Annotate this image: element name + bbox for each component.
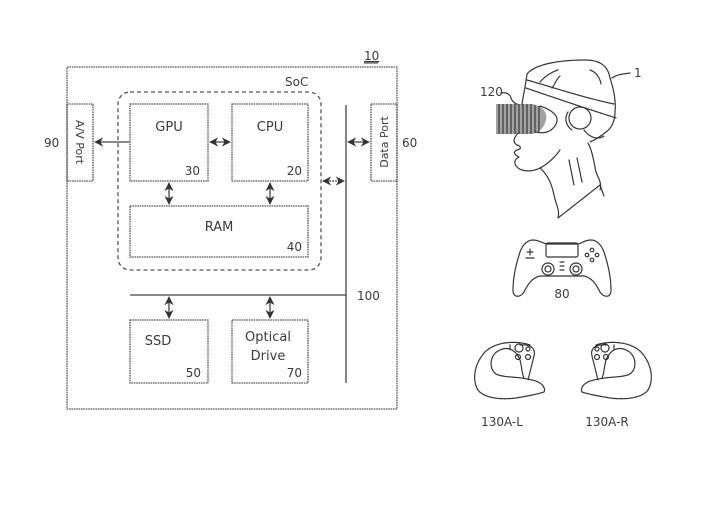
gpu-ref: 30 <box>185 164 200 178</box>
ram-block: RAM 40 <box>129 205 309 258</box>
av-port-outline <box>66 103 94 182</box>
gamepad-touchpad <box>545 242 579 258</box>
ear-detail <box>565 111 605 139</box>
face-outline <box>513 132 561 172</box>
neck-back <box>587 142 602 191</box>
left-controller-ring <box>474 341 546 400</box>
av-port-ref: 90 <box>44 136 59 150</box>
connectors <box>94 137 370 319</box>
ram-label: RAM <box>205 220 234 235</box>
gpu-label: GPU <box>155 120 182 135</box>
data-port-label: Data Port <box>378 116 391 168</box>
ssd-block: SSD 50 <box>129 319 209 384</box>
gamepad-center-buttons <box>559 261 565 271</box>
cpu-block: CPU 20 <box>231 103 309 182</box>
collar <box>557 184 605 219</box>
optical-drive-ref: 70 <box>287 366 302 380</box>
strap-top <box>525 87 617 119</box>
soc-block: SoC <box>117 75 322 271</box>
face-button <box>589 247 595 253</box>
soc-outline <box>117 91 322 271</box>
optical-drive-label-line2: Drive <box>251 349 286 364</box>
av-port-block: A/V Port 90 <box>44 103 94 182</box>
ram-outline <box>129 205 309 258</box>
left-vr-controller-illustration: 130A-L <box>474 341 546 429</box>
soc-label: SoC <box>285 75 308 89</box>
right-controller-ref: 130A-R <box>585 415 629 429</box>
right-vr-controller-illustration: 130A-R <box>580 341 652 429</box>
gamepad-ref: 80 <box>554 287 569 301</box>
cpu-label: CPU <box>257 120 283 135</box>
right-controller-stick <box>600 343 610 353</box>
headset-visor <box>535 105 558 134</box>
dpad <box>525 248 535 259</box>
user-leader-line <box>611 72 631 79</box>
neck-lines <box>568 157 583 186</box>
neck-front <box>539 167 560 219</box>
optical-drive-label-line1: Optical <box>245 330 291 345</box>
forehead-outline <box>521 73 528 105</box>
av-port-label: A/V Port <box>73 120 86 165</box>
headset-stripes <box>498 104 540 134</box>
user-with-headset-illustration: 120 1 <box>480 59 642 219</box>
data-port-ref: 60 <box>402 136 417 150</box>
cpu-ref: 20 <box>287 164 302 178</box>
right-controller-grip <box>591 344 607 381</box>
gpu-block: GPU 30 <box>129 103 209 182</box>
left-controller-stick <box>514 343 524 353</box>
strap-upper <box>526 79 615 105</box>
left-controller-grip <box>519 344 535 381</box>
gamepad-illustration: 80 <box>512 239 612 301</box>
left-controller-ref: 130A-L <box>481 415 523 429</box>
bus-ref: 100 <box>357 289 380 303</box>
left-stick <box>541 262 555 276</box>
head-outline <box>526 59 616 143</box>
ram-ref: 40 <box>287 240 302 254</box>
ssd-ref: 50 <box>186 366 201 380</box>
headset-ref: 120 <box>480 85 503 99</box>
gamepad-body <box>512 239 612 297</box>
ssd-outline <box>129 319 209 384</box>
data-port-block: Data Port 60 <box>370 103 417 182</box>
ear-piece <box>568 106 592 130</box>
ssd-label: SSD <box>145 334 172 349</box>
headset-leader-line <box>500 92 518 105</box>
cpu-outline <box>231 103 309 182</box>
system-block: 10 <box>66 49 398 410</box>
optical-drive-block: Optical Drive 70 <box>231 319 309 384</box>
head-detail <box>589 69 602 85</box>
right-stick <box>569 262 583 276</box>
headset-front <box>496 104 547 134</box>
bus: 100 <box>130 105 380 383</box>
hair-lines <box>539 69 561 89</box>
system-ref-label: 10 <box>364 49 379 63</box>
user-ref: 1 <box>634 66 642 80</box>
data-port-outline <box>370 103 398 182</box>
